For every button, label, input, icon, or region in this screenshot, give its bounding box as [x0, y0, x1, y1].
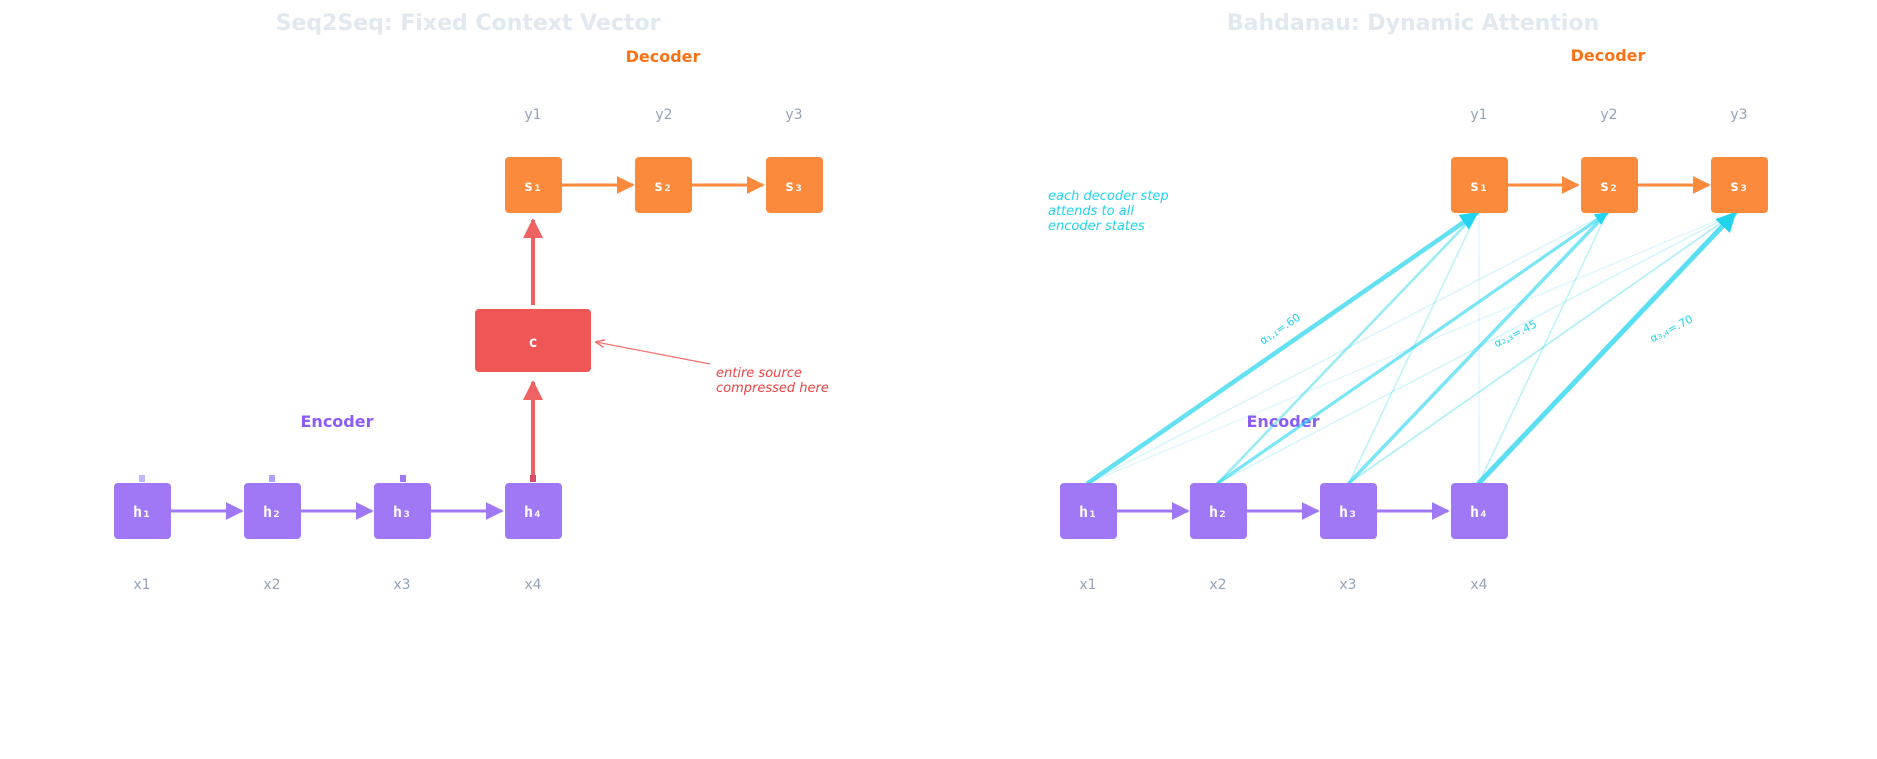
- left-panel: Seq2Seq: Fixed Context Vector Decoder En…: [114, 11, 829, 593]
- svg-text:s₃: s₃: [1730, 177, 1748, 195]
- svg-text:h₂: h₂: [263, 503, 281, 521]
- svg-text:s₃: s₃: [785, 177, 803, 195]
- svg-text:s₂: s₂: [1600, 177, 1618, 195]
- attention-weight-label: α₂,₃=.45: [1492, 318, 1539, 351]
- right-output-label: y1: [1470, 107, 1487, 123]
- right-decoder-node: s₃: [1711, 157, 1768, 213]
- context-vector-node: c: [475, 309, 591, 372]
- right-input-label: x4: [1470, 577, 1487, 593]
- right-input-label: x3: [1339, 577, 1356, 593]
- svg-text:s₁: s₁: [1470, 177, 1488, 195]
- left-input-label: x1: [133, 577, 150, 593]
- svg-text:h₁: h₁: [133, 503, 151, 521]
- right-input-label: x1: [1079, 577, 1096, 593]
- encoder-state-marker: [269, 475, 275, 482]
- left-decoder-node: s₃: [766, 157, 823, 213]
- attention-line: [1347, 211, 1609, 485]
- left-output-label: y3: [785, 107, 802, 123]
- left-output-label: y1: [524, 107, 541, 123]
- context-annotation: entire source compressed here: [716, 366, 829, 396]
- left-encoder-node: h₄: [505, 483, 562, 539]
- left-decoder-label: Decoder: [626, 47, 701, 66]
- left-input-label: x2: [263, 577, 280, 593]
- right-panel: Bahdanau: Dynamic Attention Decoder Enco…: [1048, 11, 1768, 593]
- left-encoder-node: h₁: [114, 483, 171, 539]
- context-annotation-arrow: [596, 342, 711, 365]
- right-output-label: y3: [1730, 107, 1747, 123]
- attention-line: [1087, 212, 1736, 484]
- encoder-state-marker: [139, 475, 145, 482]
- right-decoder-label: Decoder: [1571, 46, 1646, 65]
- attention-line: [1087, 212, 1608, 484]
- attention-line: [1476, 210, 1738, 486]
- svg-text:s₂: s₂: [654, 177, 672, 195]
- svg-text:c: c: [528, 333, 537, 351]
- svg-text:h₄: h₄: [1470, 503, 1488, 521]
- right-decoder-node: s₂: [1581, 157, 1638, 213]
- left-encoder-node: h₂: [244, 483, 301, 539]
- svg-text:h₁: h₁: [1079, 503, 1097, 521]
- attention-line: [1348, 212, 1736, 484]
- right-decoder-node: s₁: [1451, 157, 1508, 213]
- right-encoder-node: h₄: [1451, 483, 1508, 539]
- svg-text:h₃: h₃: [1339, 503, 1357, 521]
- attention-lines: [1085, 210, 1738, 486]
- attention-line: [1085, 210, 1480, 486]
- attention-annotation: each decoder step attends to all encoder…: [1048, 189, 1173, 234]
- right-encoder-node: h₃: [1320, 483, 1377, 539]
- attention-weight-label: α₃,₄=.70: [1648, 313, 1695, 346]
- right-encoder-node: h₂: [1190, 483, 1247, 539]
- left-input-label: x4: [524, 577, 541, 593]
- svg-text:s₁: s₁: [524, 177, 542, 195]
- left-encoder-node: h₃: [374, 483, 431, 539]
- right-title: Bahdanau: Dynamic Attention: [1227, 11, 1599, 36]
- left-encoder-label: Encoder: [301, 412, 374, 431]
- right-output-label: y2: [1600, 107, 1617, 123]
- right-encoder-node: h₁: [1060, 483, 1117, 539]
- left-input-label: x3: [393, 577, 410, 593]
- attention-line: [1217, 212, 1736, 484]
- attention-line: [1478, 212, 1608, 484]
- attention-weight-label: α₁,₁=.60: [1257, 311, 1303, 348]
- right-input-label: x2: [1209, 577, 1226, 593]
- left-title: Seq2Seq: Fixed Context Vector: [276, 11, 661, 36]
- left-decoder-node: s₂: [635, 157, 692, 213]
- svg-text:h₂: h₂: [1209, 503, 1227, 521]
- left-decoder-node: s₁: [505, 157, 562, 213]
- encoder-state-marker: [400, 475, 406, 482]
- left-output-label: y2: [655, 107, 672, 123]
- encoder-state-marker: [530, 475, 536, 482]
- svg-text:h₃: h₃: [393, 503, 411, 521]
- attention-line: [1216, 211, 1609, 485]
- attention-line: [1216, 211, 1479, 485]
- svg-text:h₄: h₄: [524, 503, 542, 521]
